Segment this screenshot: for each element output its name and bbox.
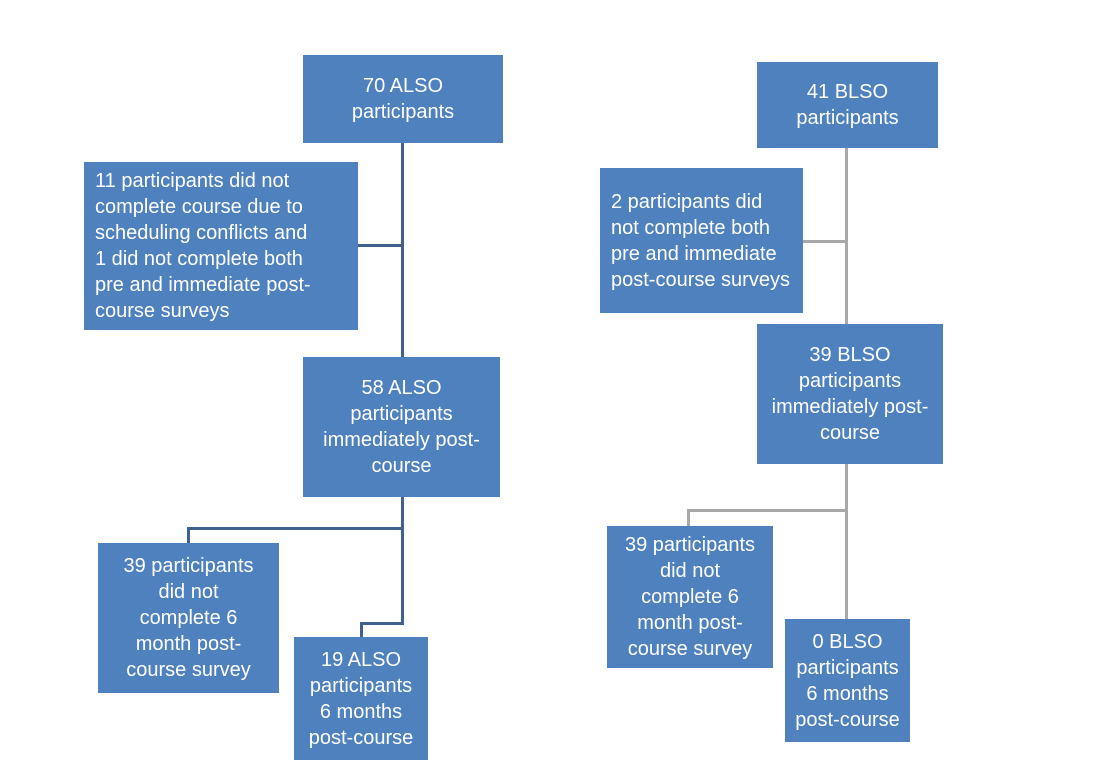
also-connector-elbow-vertical — [360, 622, 363, 638]
also-node-enrolled: 70 ALSO participants — [303, 55, 503, 143]
blso-node-dropout-6month: 39 participants did not complete 6 month… — [607, 526, 773, 668]
also-node-6month-postcourse: 19 ALSO participants 6 months post-cours… — [294, 637, 428, 760]
blso-node-enrolled: 41 BLSO participants — [757, 62, 938, 148]
blso-node-6month-postcourse: 0 BLSO participants 6 months post-course — [785, 619, 910, 742]
blso-connector-top-vertical — [845, 148, 848, 324]
also-node-dropout-6month: 39 participants did not complete 6 month… — [98, 543, 279, 693]
blso-node-immediate-postcourse: 39 BLSO participants immediately post- c… — [757, 324, 943, 464]
also-connector-dropout1-horizontal — [357, 244, 404, 247]
blso-connector-dropout2-vertical — [687, 509, 690, 526]
also-connector-dropout2-vertical — [187, 527, 190, 543]
blso-connector-dropout1-horizontal — [802, 240, 848, 243]
blso-connector-mid-vertical — [845, 464, 848, 619]
also-connector-elbow-horizontal — [360, 622, 404, 625]
also-connector-mid-vertical — [401, 497, 404, 625]
also-node-immediate-postcourse: 58 ALSO participants immediately post- c… — [303, 357, 500, 497]
blso-node-dropout-precourse: 2 participants did not complete both pre… — [600, 168, 803, 313]
also-node-dropout-precourse: 11 participants did not complete course … — [84, 162, 358, 330]
also-connector-branch-horizontal — [187, 527, 404, 530]
also-connector-top-vertical — [401, 143, 404, 357]
blso-connector-branch-horizontal — [687, 509, 848, 512]
